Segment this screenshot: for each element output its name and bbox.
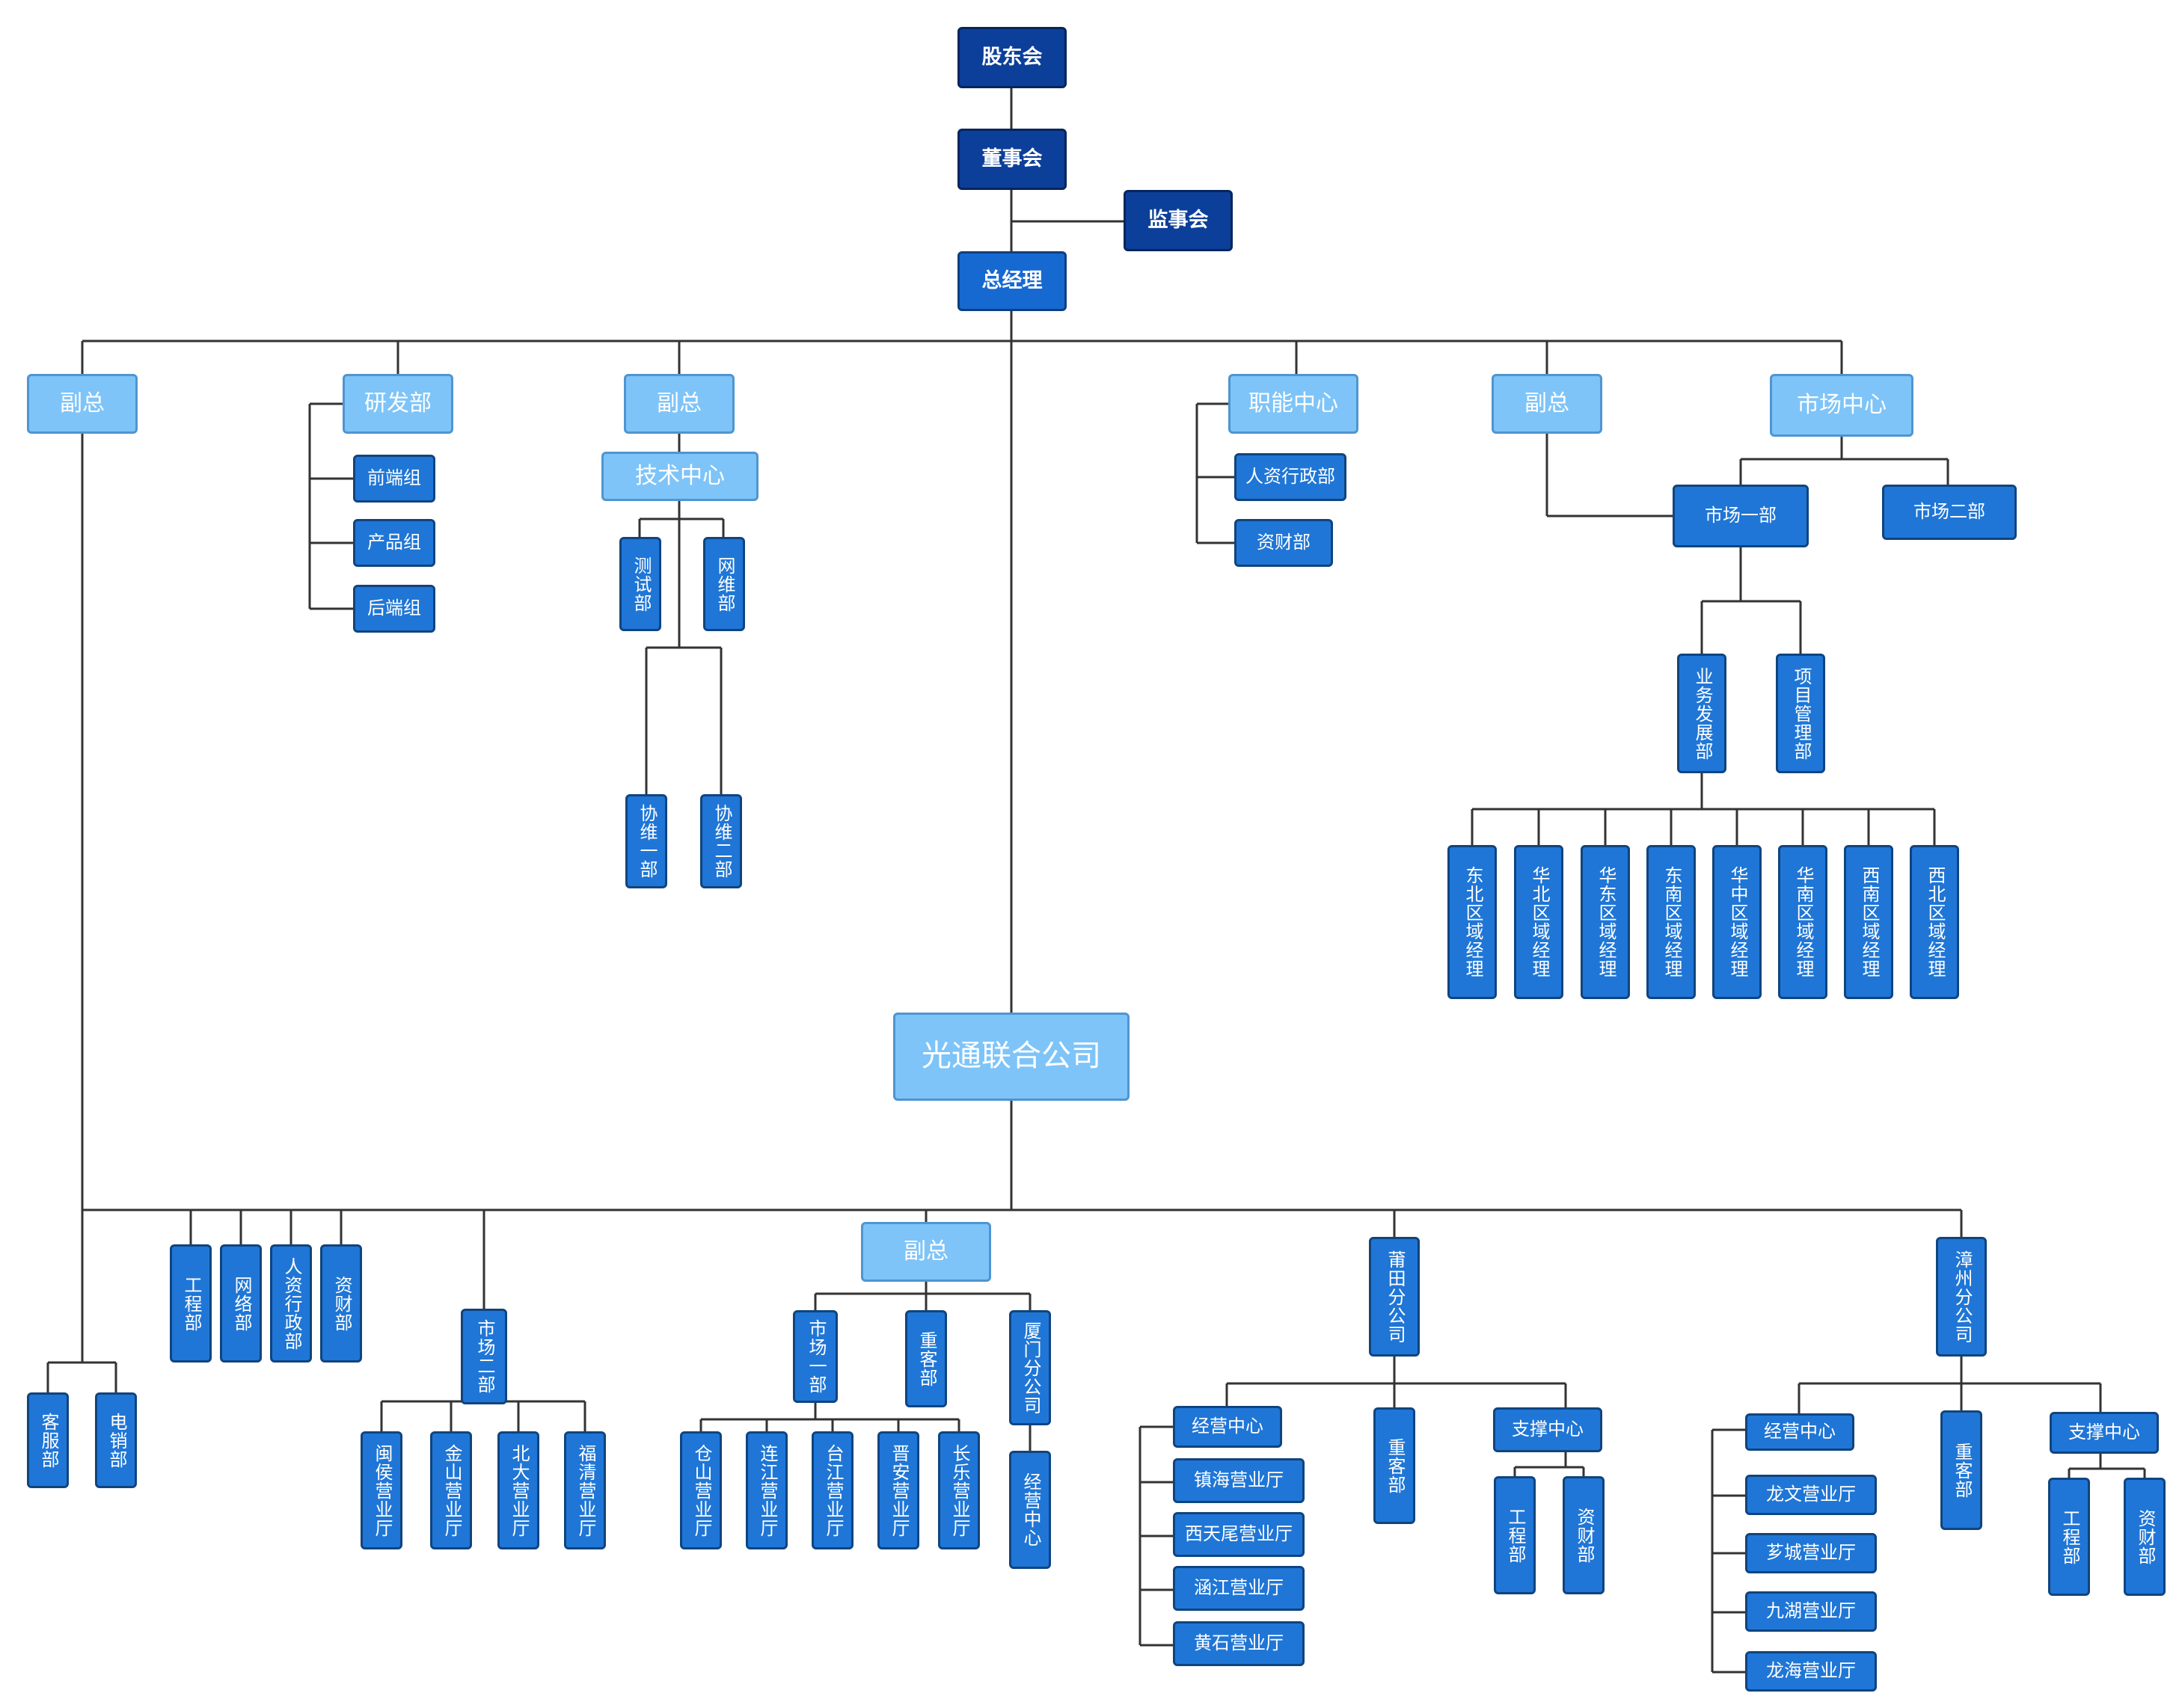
testing-dept-node[interactable]: 测试部 — [619, 537, 661, 631]
putian-finance[interactable]: 资财部 — [1563, 1476, 1605, 1594]
vp-tech-node[interactable]: 副总 — [624, 374, 735, 434]
zhangzhou-hall-jiuhu[interactable]: 九湖营业厅 — [1745, 1591, 1877, 1632]
putian-hall-xitianwei[interactable]: 西天尾营业厅 — [1173, 1512, 1305, 1557]
region-manager-southeast[interactable]: 东南区域经理 — [1646, 845, 1696, 999]
functions-finance-node[interactable]: 资财部 — [1234, 519, 1333, 567]
business-dev-dept-node[interactable]: 业务发展部 — [1677, 654, 1726, 773]
finance-dept[interactable]: 资财部 — [320, 1244, 362, 1363]
coop-dept-one-node[interactable]: 协维一部 — [625, 794, 667, 888]
hall-fuqing[interactable]: 福清营业厅 — [564, 1431, 606, 1549]
region-manager-central[interactable]: 华中区域经理 — [1712, 845, 1762, 999]
functions-hr-admin-node[interactable]: 人资行政部 — [1234, 453, 1346, 501]
telesales-dept[interactable]: 电销部 — [95, 1392, 137, 1488]
market-two-dept[interactable]: 市场二部 — [461, 1309, 507, 1404]
hall-beida[interactable]: 北大营业厅 — [497, 1431, 539, 1549]
zhangzhou-support-center[interactable]: 支撑中心 — [2050, 1412, 2159, 1454]
putian-branch[interactable]: 莆田分公司 — [1369, 1237, 1420, 1357]
network-dept[interactable]: 网络部 — [220, 1244, 262, 1363]
general-manager-node[interactable]: 总经理 — [957, 251, 1067, 311]
region-manager-south[interactable]: 华南区域经理 — [1778, 845, 1827, 999]
region-manager-northeast[interactable]: 东北区域经理 — [1447, 845, 1497, 999]
region-manager-north[interactable]: 华北区域经理 — [1514, 845, 1563, 999]
functions-center-node[interactable]: 职能中心 — [1228, 374, 1358, 434]
key-accounts-dept[interactable]: 重客部 — [905, 1310, 947, 1407]
market-one-dept[interactable]: 市场一部 — [793, 1310, 838, 1403]
product-group-node[interactable]: 产品组 — [353, 519, 435, 567]
hall-taijiang[interactable]: 台江营业厅 — [812, 1431, 854, 1549]
putian-key-accounts[interactable]: 重客部 — [1373, 1407, 1415, 1524]
hall-lianjiang[interactable]: 连江营业厅 — [746, 1431, 788, 1549]
putian-engineering[interactable]: 工程部 — [1494, 1476, 1536, 1594]
hall-cangshan[interactable]: 仓山营业厅 — [680, 1431, 722, 1549]
hall-jinshan[interactable]: 金山营业厅 — [430, 1431, 472, 1549]
hr-admin-dept[interactable]: 人资行政部 — [270, 1244, 312, 1363]
zhangzhou-engineering[interactable]: 工程部 — [2048, 1478, 2090, 1596]
market-dept-two-node[interactable]: 市场二部 — [1882, 485, 2017, 540]
company-node[interactable]: 光通联合公司 — [893, 1013, 1130, 1101]
putian-hall-hanjiang[interactable]: 涵江营业厅 — [1173, 1566, 1305, 1611]
vp-bottom-node[interactable]: 副总 — [861, 1222, 991, 1282]
engineering-dept[interactable]: 工程部 — [170, 1244, 212, 1363]
zhangzhou-hall-xiangcheng[interactable]: 芗城营业厅 — [1745, 1533, 1877, 1573]
region-manager-northwest[interactable]: 西北区域经理 — [1910, 845, 1959, 999]
vp-left-node[interactable]: 副总 — [27, 374, 138, 434]
zhangzhou-key-accounts[interactable]: 重客部 — [1940, 1410, 1982, 1530]
hall-jinan[interactable]: 晋安营业厅 — [877, 1431, 919, 1549]
shareholders-node[interactable]: 股东会 — [957, 27, 1067, 88]
netops-dept-node[interactable]: 网维部 — [703, 537, 745, 631]
putian-hall-zhenhai[interactable]: 镇海营业厅 — [1173, 1458, 1305, 1503]
supervisors-node[interactable]: 监事会 — [1124, 190, 1233, 251]
hall-changle[interactable]: 长乐营业厅 — [938, 1431, 980, 1549]
customer-service-dept[interactable]: 客服部 — [27, 1392, 69, 1488]
tech-center-node[interactable]: 技术中心 — [601, 452, 759, 501]
zhangzhou-finance[interactable]: 资财部 — [2124, 1478, 2166, 1596]
zhangzhou-hall-longhai[interactable]: 龙海营业厅 — [1745, 1651, 1877, 1692]
zhangzhou-branch[interactable]: 漳州分公司 — [1936, 1237, 1987, 1357]
project-mgmt-dept-node[interactable]: 项目管理部 — [1776, 654, 1825, 773]
board-node[interactable]: 董事会 — [957, 129, 1067, 190]
market-center-node[interactable]: 市场中心 — [1770, 374, 1913, 437]
market-dept-one-node[interactable]: 市场一部 — [1673, 485, 1809, 547]
putian-hall-huangshi[interactable]: 黄石营业厅 — [1173, 1621, 1305, 1666]
xiamen-branch[interactable]: 厦门分公司 — [1009, 1310, 1051, 1425]
frontend-group-node[interactable]: 前端组 — [353, 455, 435, 503]
hall-minhou[interactable]: 闽侯营业厅 — [361, 1431, 402, 1549]
region-manager-southwest[interactable]: 西南区域经理 — [1844, 845, 1893, 999]
coop-dept-two-node[interactable]: 协维二部 — [700, 794, 742, 888]
vp-market-node[interactable]: 副总 — [1492, 374, 1602, 434]
xiamen-operations-center[interactable]: 经营中心 — [1009, 1451, 1051, 1569]
zhangzhou-operations-center[interactable]: 经营中心 — [1745, 1413, 1854, 1451]
putian-operations-center[interactable]: 经营中心 — [1173, 1406, 1282, 1448]
rd-dept-node[interactable]: 研发部 — [343, 374, 453, 434]
region-manager-east[interactable]: 华东区域经理 — [1581, 845, 1630, 999]
backend-group-node[interactable]: 后端组 — [353, 585, 435, 633]
putian-support-center[interactable]: 支撑中心 — [1493, 1407, 1602, 1452]
zhangzhou-hall-longwen[interactable]: 龙文营业厅 — [1745, 1475, 1877, 1515]
